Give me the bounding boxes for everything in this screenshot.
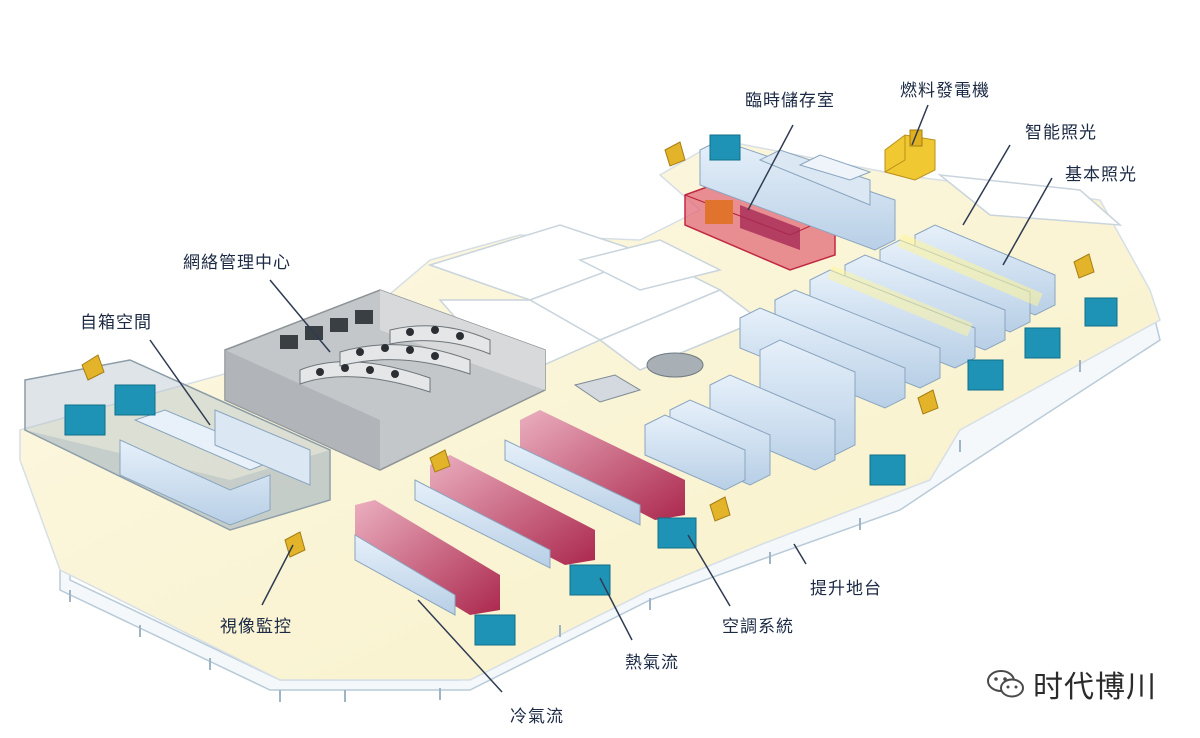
hot-aisle-racks [354,410,685,616]
server-rack-rows-lit [739,224,1056,409]
watermark-text: 时代博川 [1033,670,1157,705]
label-raised-floor: 提升地台 [810,579,882,599]
server-rack-rows-upper [699,139,896,251]
label-temporary-storage: 臨時儲存室 [745,91,835,111]
label-video-monitor: 視像監控 [220,617,292,637]
label-hot-air: 熱氣流 [625,653,679,673]
surveillance-cameras [81,141,1095,558]
label-basic-lighting: 基本照光 [1065,165,1137,185]
temporary-storage-room [684,174,836,271]
ac-units [64,134,1118,646]
label-smart-lighting: 智能照光 [1025,123,1097,143]
network-management-center [224,289,546,471]
label-network-center: 網絡管理中心 [183,253,291,273]
support-legs [69,360,1081,702]
fuel-generator [884,129,936,181]
callout-lines [149,104,1053,693]
watermark: 时代博川 [985,662,1157,706]
misc-equipment [573,352,704,403]
label-ac-system: 空調系統 [722,617,794,637]
label-cold-air: 冷氣流 [510,707,564,727]
self-box-space [24,359,331,531]
wechat-icon [987,670,1024,698]
server-rack-rows-center [644,339,856,491]
label-fuel-generator: 燃料發電機 [900,81,990,101]
label-self-box-space: 自箱空間 [80,313,152,333]
